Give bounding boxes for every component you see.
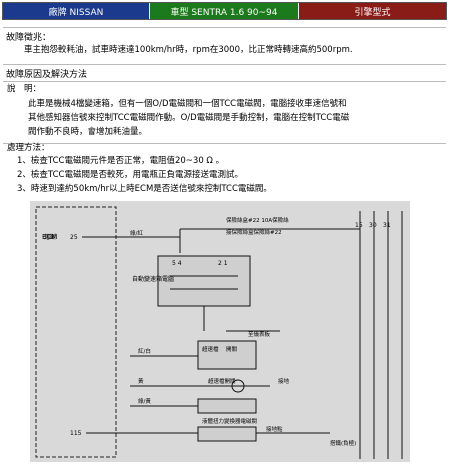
wiring-diagram: ECM 15 30 31 保險絲盒#22 10A保險絲 接保險絲盒保險絲#22 … [30,201,410,462]
step-1: 1、檢查TCC電磁閥元件是否正常，電阻值20~30 Ω 。 [17,156,225,166]
step-2: 2、檢查TCC電磁閥是否較死，用電瓶正負電源接送電測試。 [17,170,243,180]
cause-heading: 故障原因及解決方法 [6,70,88,80]
fault-description: 車主抱怨較耗油，試車時速達100km/hr時，rpm在3000，比正常時轉速高約… [24,45,353,55]
vehicle-header-bar: 廠牌 NISSAN 車型 SENTRA 1.6 90~94 引擎型式 [2,2,447,20]
fault-heading: 故障徵兆： [6,33,52,43]
od-switch-label: 超速檔開關 [208,377,236,385]
engine-cell: 引擎型式 [299,3,446,19]
note-line-1: 此車是機械4檔變速箱，但有一個O/D電磁閥和一個TCC電磁閥，電腦接收車速信號和 [28,99,347,109]
note-line-3: 閥作動不良時，會增加耗油量。 [28,127,148,137]
switch-label-1: 超速檔 [202,345,219,353]
ecm-pin-25: 25 [70,234,78,241]
bus-30: 30 [369,222,377,229]
svg-text:5 4: 5 4 [172,260,182,267]
tcc-label: 液體扭力變換器電磁閥 [202,417,258,425]
switch-label-2: 開關 [226,346,238,353]
procedure-heading: 處理方法： [7,143,50,153]
fault-section: 故障徵兆： [3,27,446,43]
ecm-label-text: ECM [42,233,57,241]
label-chassis-ground: 搭鐵(負極) [330,439,356,447]
wire-color-4: 綠/黃 [138,397,151,405]
note-label: 說 明： [7,84,42,94]
model-cell: 車型 SENTRA 1.6 90~94 [150,3,299,19]
make-cell: 廠牌 NISSAN [3,3,150,19]
fuse-note-2: 接保險絲盒保險絲#22 [226,228,282,236]
wire-color-1: 綠/紅 [130,229,143,237]
wire-color-2: 紅/白 [138,347,151,355]
svg-text:熔斷: 熔斷 [44,233,56,241]
bus-15: 15 [355,222,363,229]
ecm-pin-115: 115 [70,430,82,437]
step-3: 3、時速到達約50km/hr以上時ECM是否送信號來控制TCC電磁閥。 [17,184,272,194]
note-line-2: 其他感知器信號來控制TCC電磁閥作動。O/D電磁閥是手動控制，電腦在控制TCC電… [28,113,350,123]
relay-title: 自動變速箱電腦 [132,275,174,283]
svg-text:2 1: 2 1 [218,260,228,267]
wire-color-3: 黃 [138,377,144,385]
label-ground: 接地 [278,377,290,385]
cause-section: 故障原因及解決方法 [3,64,446,80]
label-ground-point: 接地點 [266,425,283,433]
bus-31: 31 [383,222,391,229]
fuse-note: 保險絲盒#22 10A保險絲 [226,216,289,224]
label-instrument: 至儀表板 [248,330,271,338]
